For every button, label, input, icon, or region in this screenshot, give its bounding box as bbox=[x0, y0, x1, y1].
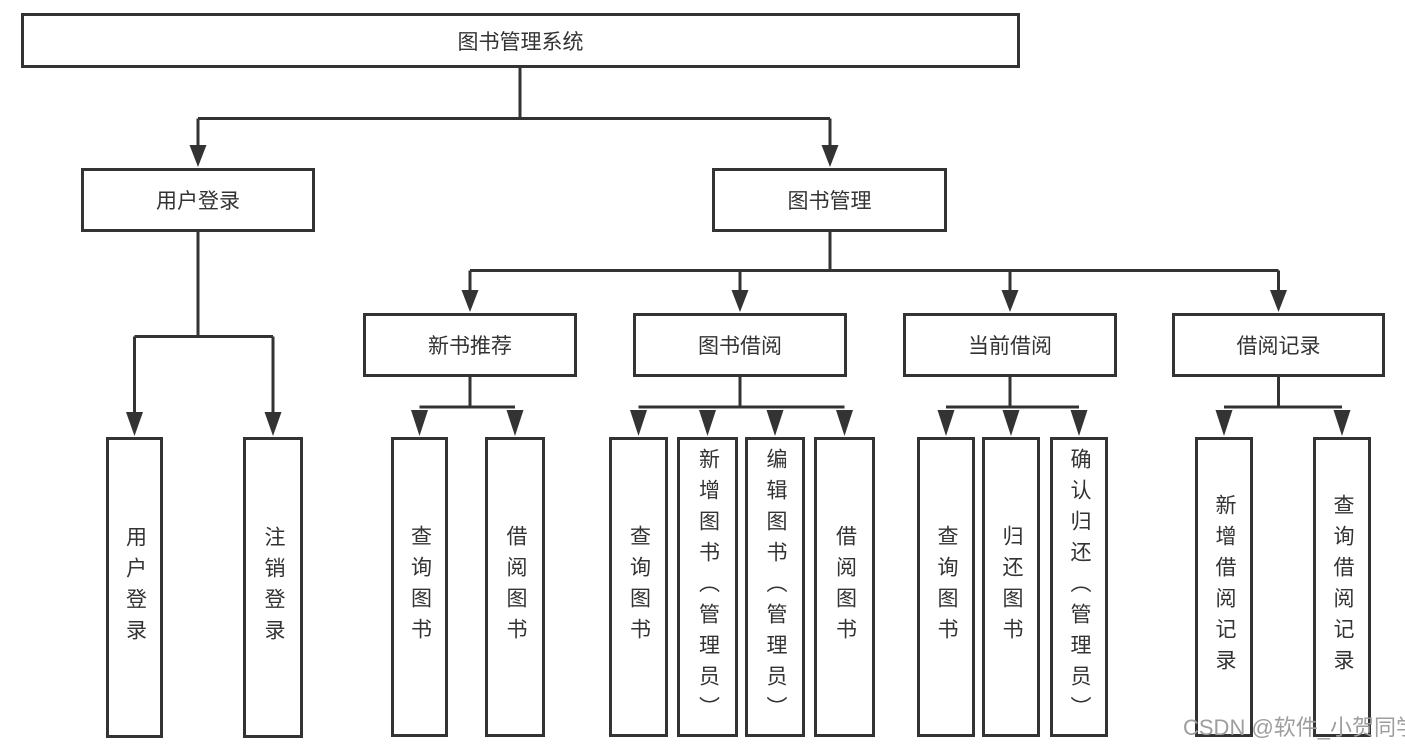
leaf-current-confirm-return: 确认归还（管理员） bbox=[1050, 437, 1108, 737]
leaf-newbook-query-book-label: 查询图书 bbox=[408, 525, 432, 649]
node-current-borrow-label: 当前借阅 bbox=[968, 335, 1052, 358]
node-book-borrow: 图书借阅 bbox=[633, 313, 847, 377]
leaf-records-add-record-label: 新增借阅记录 bbox=[1213, 494, 1236, 680]
node-book-management: 图书管理 bbox=[712, 168, 947, 232]
node-current-borrow: 当前借阅 bbox=[903, 313, 1117, 377]
node-root-label: 图书管理系统 bbox=[457, 30, 584, 54]
leaf-borrow-edit-book-label: 编辑图书（管理员） bbox=[764, 447, 787, 727]
node-borrow-records-label: 借阅记录 bbox=[1236, 335, 1321, 358]
leaf-borrow-query-book: 查询图书 bbox=[609, 437, 668, 737]
leaf-newbook-borrow-book: 借阅图书 bbox=[485, 437, 545, 737]
leaf-newbook-query-book: 查询图书 bbox=[391, 437, 448, 737]
node-book-borrow-label: 图书借阅 bbox=[698, 335, 782, 358]
arrowhead-group bbox=[126, 145, 1351, 436]
leaf-current-query-book-label: 查询图书 bbox=[935, 525, 958, 649]
leaf-records-add-record: 新增借阅记录 bbox=[1195, 437, 1253, 737]
node-borrow-records: 借阅记录 bbox=[1172, 313, 1385, 377]
leaf-newbook-borrow-book-label: 借阅图书 bbox=[504, 525, 527, 649]
node-book-management-label: 图书管理 bbox=[787, 190, 872, 213]
node-new-book-recommend-label: 新书推荐 bbox=[428, 335, 512, 358]
leaf-borrow-borrow-book-label: 借阅图书 bbox=[833, 525, 857, 649]
leaf-current-query-book: 查询图书 bbox=[917, 437, 975, 737]
node-user-login: 用户登录 bbox=[81, 168, 315, 232]
leaf-borrow-add-book-label: 新增图书（管理员） bbox=[696, 447, 720, 727]
leaf-borrow-query-book-label: 查询图书 bbox=[627, 525, 651, 649]
leaf-current-confirm-return-label: 确认归还（管理员） bbox=[1068, 447, 1091, 727]
node-user-login-label: 用户登录 bbox=[156, 190, 240, 213]
connector-stroke-group bbox=[133, 67, 1342, 414]
leaf-records-query-record: 查询借阅记录 bbox=[1313, 437, 1371, 737]
node-new-book-recommend: 新书推荐 bbox=[363, 313, 577, 377]
leaf-user-login-label: 用户登录 bbox=[123, 525, 147, 650]
leaf-user-login: 用户登录 bbox=[106, 437, 163, 738]
leaf-current-return-book-label: 归还图书 bbox=[1000, 525, 1023, 649]
leaf-borrow-add-book: 新增图书（管理员） bbox=[677, 437, 738, 737]
leaf-current-return-book: 归还图书 bbox=[982, 437, 1040, 737]
leaf-borrow-edit-book: 编辑图书（管理员） bbox=[745, 437, 805, 737]
node-root: 图书管理系统 bbox=[21, 13, 1020, 68]
leaf-records-query-record-label: 查询借阅记录 bbox=[1331, 494, 1354, 680]
watermark: CSDN @软件_小贺同学 bbox=[1183, 715, 1405, 740]
leaf-borrow-borrow-book: 借阅图书 bbox=[814, 437, 875, 737]
leaf-logout-login: 注销登录 bbox=[243, 437, 303, 738]
leaf-logout-login-label: 注销登录 bbox=[262, 525, 285, 650]
